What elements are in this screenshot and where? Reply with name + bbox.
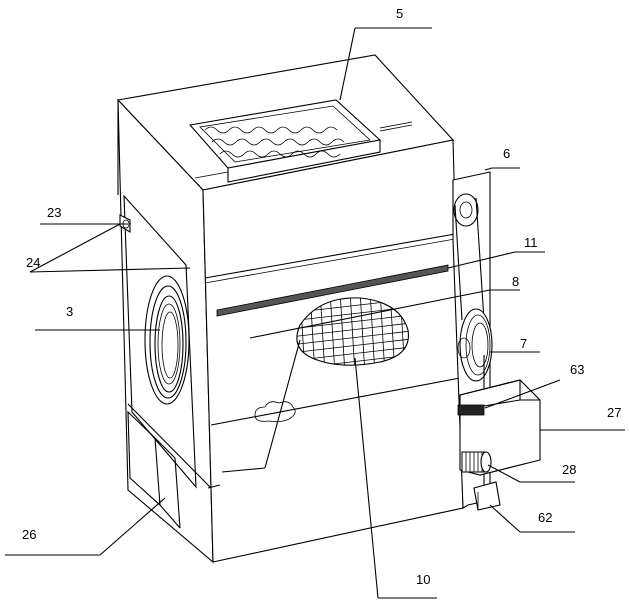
- filter-tray: [188, 99, 413, 183]
- label-27: 27: [607, 405, 621, 420]
- label-10: 10: [416, 572, 430, 587]
- cloud-shape: [254, 401, 296, 423]
- label-7: 7: [520, 336, 527, 351]
- label-3: 3: [66, 304, 73, 319]
- label-62: 62: [538, 510, 552, 525]
- mesh-window: [296, 297, 409, 366]
- label-24: 24: [26, 255, 40, 270]
- label-5: 5: [396, 6, 403, 21]
- leader-lines: [5, 27, 625, 599]
- belt-drive-assembly: [452, 171, 541, 511]
- label-11: 11: [524, 235, 538, 250]
- label-6: 6: [503, 146, 510, 161]
- label-28: 28: [562, 462, 576, 477]
- label-23: 23: [47, 205, 61, 220]
- slot-strip: [216, 264, 449, 317]
- part-labels: 5 6 23 24 11 8 3 7 63 27 28 26 62 10: [22, 6, 621, 587]
- label-63: 63: [570, 362, 584, 377]
- round-port: [144, 275, 190, 405]
- label-8: 8: [512, 274, 519, 289]
- label-26: 26: [22, 527, 36, 542]
